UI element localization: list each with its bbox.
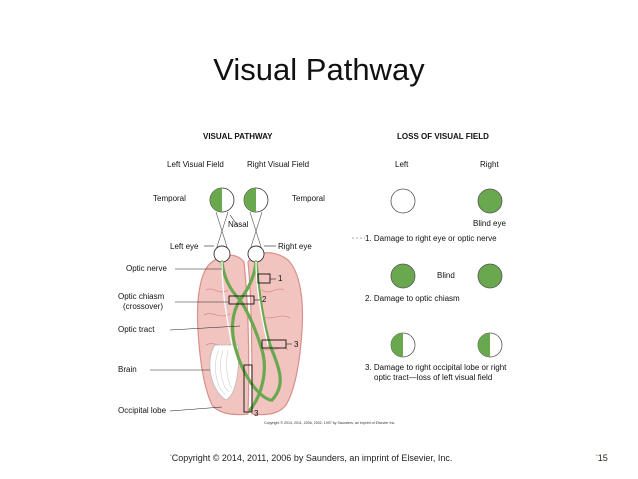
optic-tract-label: Optic tract (118, 325, 155, 334)
optic-chiasm-sublabel: (crossover) (123, 302, 164, 311)
footer-copyright: •Copyright © 2014, 2011, 2006 by Saunder… (170, 453, 452, 463)
temporal-left-label: Temporal (153, 194, 186, 203)
loss-row1-left (390, 188, 416, 214)
left-visual-field-label: Left Visual Field (167, 160, 224, 169)
optic-pathway (220, 260, 282, 412)
loss-row2-left (390, 263, 416, 289)
slide-title: Visual Pathway (213, 52, 425, 87)
optic-nerve-label: Optic nerve (126, 264, 167, 273)
right-visual-field-label: Right Visual Field (247, 160, 310, 169)
loss-row1-right (477, 188, 503, 214)
left-eye-label: Left eye (170, 242, 199, 251)
col-right-label: Right (480, 160, 499, 169)
brain-label: Brain (118, 365, 137, 374)
page-number: •15 (596, 453, 608, 463)
right-eye-label: Right eye (278, 242, 312, 251)
lesion-marker-3b (243, 364, 253, 413)
occipital-lobe-label: Occipital lobe (118, 406, 167, 415)
temporal-right-label: Temporal (292, 194, 325, 203)
optic-chiasm-label: Optic chiasm (118, 292, 165, 301)
bullet-icon: • (170, 453, 172, 459)
loss-row3-right (477, 332, 503, 358)
marker-3b-label: 3 (254, 409, 259, 418)
col-left-label: Left (395, 160, 409, 169)
field-circle-left-eye (209, 187, 235, 213)
visual-pathway-heading: VISUAL PATHWAY (203, 132, 273, 141)
footer-copyright-text: Copyright © 2014, 2011, 2006 by Saunders… (171, 453, 453, 463)
caption-2: 2. Damage to optic chiasm (365, 294, 460, 303)
figure-copyright: Copyright © 2014, 2011, 2006, 2002, 1997… (264, 421, 396, 425)
loss-row2-right (477, 263, 503, 289)
blind-eye-label: Blind eye (473, 219, 506, 228)
caption-3-line2: optic tract—loss of left visual field (374, 373, 493, 382)
loss-row3-left (390, 332, 416, 358)
bullet-icon: • (596, 453, 598, 459)
marker-1-label: 1 (278, 274, 283, 283)
caption-3-line1: 3. Damage to right occipital lobe or rig… (365, 363, 507, 372)
brain-illustration (196, 252, 304, 416)
caption-1: 1. Damage to right eye or optic nerve (365, 234, 497, 243)
blind-label: Blind (437, 271, 455, 280)
right-eye-globe (247, 245, 265, 263)
left-eye-globe (213, 245, 231, 263)
marker-2-label: 2 (262, 295, 267, 304)
nasal-label: Nasal (228, 220, 249, 229)
page-number-text: 15 (597, 453, 608, 463)
lesion-marker-1 (257, 273, 271, 284)
marker-3a-label: 3 (294, 340, 299, 349)
field-circle-right-eye (243, 187, 269, 213)
loss-of-visual-field-heading: LOSS OF VISUAL FIELD (397, 132, 489, 141)
